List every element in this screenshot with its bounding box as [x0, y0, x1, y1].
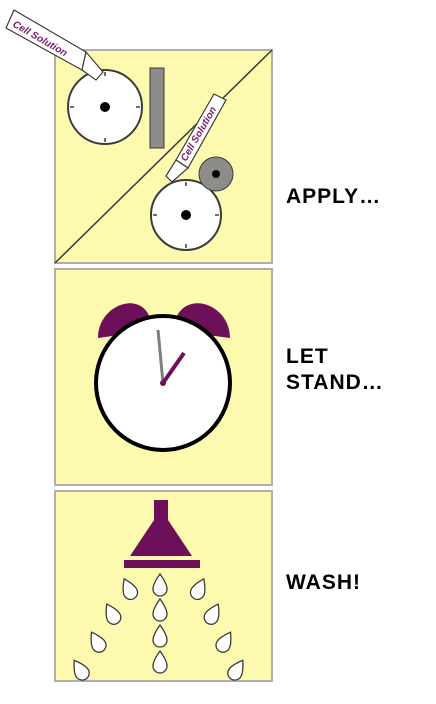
- step-wash-panel: [55, 491, 272, 683]
- step-let-stand-line1: LET: [286, 344, 384, 370]
- step-let-stand-line2: STAND…: [286, 370, 384, 396]
- step-let-stand-panel: [55, 269, 272, 485]
- roller-top-icon: [68, 68, 164, 148]
- step-apply-label: APPLY…: [286, 184, 381, 210]
- step-apply-panel: Cell Solution Cell Solution: [6, 10, 272, 263]
- step-wash-label: WASH!: [286, 570, 361, 596]
- step-let-stand-label: LET STAND…: [286, 344, 384, 396]
- alarm-clock-icon: [96, 303, 230, 450]
